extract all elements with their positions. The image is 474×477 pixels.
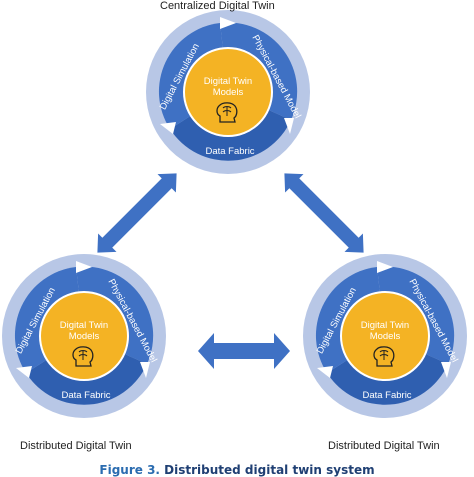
cycle-arrowhead: [441, 362, 451, 378]
core-circle: [340, 291, 430, 381]
twin-node-left: Digital Simulation Physical-based Model …: [2, 254, 166, 418]
node-title-right: Distributed Digital Twin: [328, 440, 440, 452]
double-arrow-left-right: [198, 333, 290, 369]
core-label: Models: [213, 87, 244, 98]
core-label: Models: [69, 331, 100, 342]
core-label: Digital Twin: [204, 76, 252, 87]
figure-caption-text: Distributed digital twin system: [164, 463, 375, 477]
core-label: Digital Twin: [361, 320, 409, 331]
figure-number: Figure 3.: [99, 463, 160, 477]
cycle-arrowhead: [140, 362, 150, 378]
twin-node-top: Digital Simulation Physical-based Model …: [146, 10, 310, 174]
figure-caption: Figure 3. Distributed digital twin syste…: [0, 463, 474, 477]
segment-label-data-fabric: Data Fabric: [61, 390, 110, 401]
node-title-top: Centralized Digital Twin: [160, 0, 275, 12]
cycle-arrowhead: [220, 17, 236, 29]
cycle-arrowhead: [16, 366, 32, 378]
cycle-arrowhead: [76, 261, 92, 273]
cycle-arrowhead: [377, 261, 393, 273]
segment-label-data-fabric: Data Fabric: [205, 146, 254, 157]
node-title-left: Distributed Digital Twin: [20, 440, 132, 452]
cycle-arrowhead: [284, 118, 294, 134]
cycle-arrowhead: [160, 122, 176, 134]
core-circle: [39, 291, 129, 381]
core-circle: [183, 47, 273, 137]
core-label: Models: [370, 331, 401, 342]
twin-node-right: Digital Simulation Physical-based Model …: [303, 254, 467, 418]
segment-label-data-fabric: Data Fabric: [362, 390, 411, 401]
double-arrow-top-left: [97, 173, 177, 253]
core-label: Digital Twin: [60, 320, 108, 331]
double-arrow-top-right: [284, 173, 364, 253]
cycle-arrowhead: [317, 366, 333, 378]
